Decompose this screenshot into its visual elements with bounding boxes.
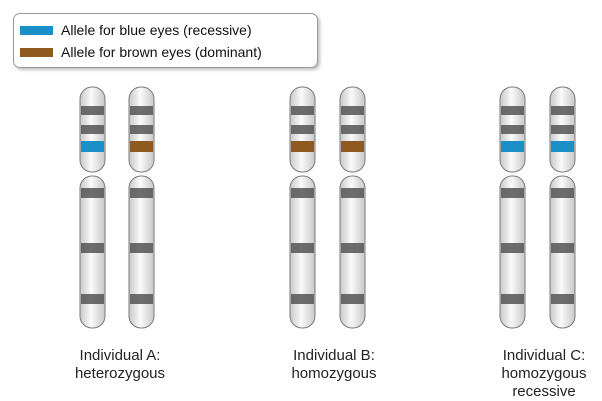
caption-individual-b: Individual B: homozygous xyxy=(254,347,414,383)
chromosome-b1-brown-allele-band xyxy=(291,141,314,152)
chromosome-c1 xyxy=(500,87,525,328)
caption-b-line2: homozygous xyxy=(254,365,414,383)
chromosome-c2-band-short-1 xyxy=(551,106,574,115)
chromosome-a2-brown-allele-band xyxy=(130,141,153,152)
chromosome-b2-band-short-2 xyxy=(341,125,364,134)
chromosome-a2-band-short-2 xyxy=(130,125,153,134)
caption-c-line3: recessive xyxy=(464,383,602,401)
chromosome-b2-band-short-1 xyxy=(341,106,364,115)
chromosome-a1-band-short-1 xyxy=(81,106,104,115)
caption-individual-a: Individual A: heterozygous xyxy=(40,347,200,383)
chromosome-c1-blue-allele-band xyxy=(501,141,524,152)
chromosome-a2-band-long-3 xyxy=(130,294,153,304)
chromosome-b1-band-long-1 xyxy=(291,188,314,198)
chromosome-b1-band-short-1 xyxy=(291,106,314,115)
caption-a-line1: Individual A: xyxy=(40,347,200,365)
chromosome-c2-band-long-2 xyxy=(551,243,574,253)
chromosome-b1-band-short-2 xyxy=(291,125,314,134)
chromosome-b1-band-long-3 xyxy=(291,294,314,304)
chromosome-b1-band-long-2 xyxy=(291,243,314,253)
caption-b-line1: Individual B: xyxy=(254,347,414,365)
chromosome-c1-band-long-3 xyxy=(501,294,524,304)
chromosome-c1-band-short-1 xyxy=(501,106,524,115)
chromosome-a1-blue-allele-band xyxy=(81,141,104,152)
chromosome-b2-band-long-3 xyxy=(341,294,364,304)
chromosome-c2-band-long-3 xyxy=(551,294,574,304)
chromosome-c2 xyxy=(550,87,575,328)
chromosome-a1-band-short-2 xyxy=(81,125,104,134)
chromosome-c1-band-long-2 xyxy=(501,243,524,253)
chromosome-b2-band-long-2 xyxy=(341,243,364,253)
chromosome-a2 xyxy=(129,87,154,328)
chromosome-a2-band-long-2 xyxy=(130,243,153,253)
caption-a-line2: heterozygous xyxy=(40,365,200,383)
chromosome-a1-band-long-1 xyxy=(81,188,104,198)
chromosome-b1 xyxy=(290,87,315,328)
chromosome-a1-band-long-3 xyxy=(81,294,104,304)
chromosome-a2-band-long-1 xyxy=(130,188,153,198)
chromosome-b2-brown-allele-band xyxy=(341,141,364,152)
chromosome-b2-band-long-1 xyxy=(341,188,364,198)
chromosome-b2 xyxy=(340,87,365,328)
chromosome-c1-band-long-1 xyxy=(501,188,524,198)
chromosome-c1-band-short-2 xyxy=(501,125,524,134)
chromosome-c2-band-short-2 xyxy=(551,125,574,134)
chromosome-a2-band-short-1 xyxy=(130,106,153,115)
chromosome-c2-band-long-1 xyxy=(551,188,574,198)
chromosome-a1 xyxy=(80,87,105,328)
caption-c-line2: homozygous xyxy=(464,365,602,383)
caption-individual-c: Individual C: homozygous recessive xyxy=(464,347,602,401)
chromosome-a1-band-long-2 xyxy=(81,243,104,253)
caption-c-line1: Individual C: xyxy=(464,347,602,365)
chromosome-c2-blue-allele-band xyxy=(551,141,574,152)
